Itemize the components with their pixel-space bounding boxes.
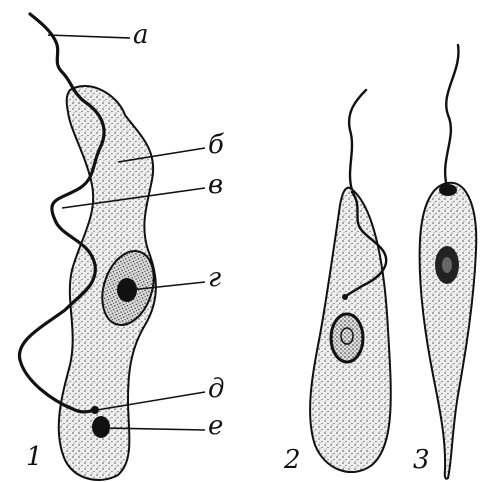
figure-number-1: 1 <box>26 444 43 470</box>
label-e: е <box>208 413 223 439</box>
label-v: в <box>208 172 223 198</box>
organism-3 <box>420 45 477 479</box>
label-b: б <box>208 132 224 158</box>
organism-2-flagellum <box>349 90 366 190</box>
organism-3-body <box>420 183 477 479</box>
leader-a <box>48 35 130 38</box>
organism-2 <box>310 90 391 472</box>
organism-3-nucleus-core <box>442 257 452 273</box>
figure-number-3: 3 <box>413 447 430 473</box>
organism-2-basal-body <box>342 294 348 300</box>
label-a: а <box>133 22 149 48</box>
organism-1 <box>19 14 205 480</box>
figure-number-2: 2 <box>284 447 301 473</box>
label-d: д <box>208 376 224 402</box>
organism-3-kinetoplast <box>439 184 457 196</box>
organism-1-kinetoplast <box>92 416 110 438</box>
organism-3-flagellum <box>445 45 458 190</box>
organism-2-nucleus <box>331 314 363 362</box>
label-g: г <box>208 265 221 291</box>
